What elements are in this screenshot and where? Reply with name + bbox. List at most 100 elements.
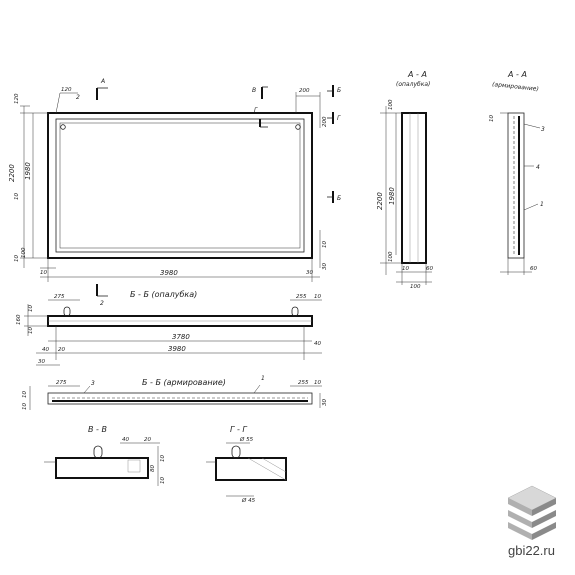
dim-right-bottom-edge: 30 [306, 270, 313, 276]
section-bb-formwork: 2 Б - Б (опалубка) 275 255 10 160 10 10 … [16, 284, 322, 366]
section-aa-rebar-body [507, 112, 525, 259]
lifting-hole-left [60, 124, 66, 130]
dim-side-left: 10 [14, 193, 20, 200]
bb-form-dim-right-top-b: 10 [314, 294, 321, 300]
marker-v: В [252, 87, 256, 94]
bb-form-dim-bl3: 30 [38, 359, 45, 365]
marker-g-left: Г [254, 107, 258, 114]
section-aa-rebar-title: А - А [507, 70, 527, 79]
marker-b-top: Б [337, 87, 341, 94]
bb-form-dim-br1: 40 [314, 341, 321, 347]
section-gg-loop [231, 445, 241, 459]
bb-form-dim-bl2: 20 [58, 347, 65, 353]
marker-g-right: Г [337, 115, 341, 122]
bb-form-dim-right-top-a: 255 [296, 294, 307, 300]
section-aa-form-subtitle: (опалубка) [396, 81, 430, 88]
section-aa-rebar: А - А (армирование) 10 3 4 1 60 [489, 70, 545, 275]
section-bb-rebar: Б - Б (армирование) 275 3 1 255 10 10 10… [22, 375, 328, 410]
gg-dim-bottom: Ø 45 [241, 497, 256, 504]
gg-dim-top: Ø 55 [239, 436, 254, 443]
section-aa-formwork: А - А (опалубка) 100 2200 1980 100 10 60… [376, 70, 433, 290]
logo-layer-top-right [532, 498, 556, 516]
bb-form-dim-left-h1: 160 [16, 314, 22, 325]
lifting-loop-right [291, 306, 299, 317]
logo-layer-top-left [508, 498, 532, 516]
section-gg-title: Г - Г [230, 425, 247, 434]
aa-form-dim-inner: 1980 [388, 187, 396, 205]
section-gg: Г - Г Ø 55 Ø 45 [206, 425, 287, 504]
section-vv-body [55, 457, 149, 479]
marker-2-top: 2 [76, 94, 80, 101]
dim-top-left: 120 [61, 87, 72, 93]
aa-form-dim-top: 100 [388, 99, 394, 110]
logo-layer-bottom-left [508, 522, 532, 540]
bb-form-dim-overall: 3980 [168, 345, 186, 353]
section-gg-body [215, 457, 287, 481]
dim-left-bottom: 10 [40, 270, 47, 276]
dim-inner-height: 1980 [24, 162, 32, 180]
callout-4: 4 [536, 164, 540, 171]
section-vv-title: В - В [88, 425, 107, 434]
bb-form-dim-inner: 3780 [172, 333, 190, 341]
aa-form-dim-w1: 10 [402, 266, 409, 272]
vv-dim-v1: 80 [150, 465, 156, 472]
dim-overall-height: 2200 [8, 164, 16, 182]
aa-rebar-dim-top: 10 [489, 115, 495, 122]
panel-inner-frame-2 [59, 122, 301, 249]
aa-form-dim-bottom: 100 [388, 251, 394, 262]
front-view: 120 2200 1980 10 10 100 120 2 А В Г 200 … [8, 78, 341, 282]
aa-rebar-dim-bottom: 60 [530, 266, 537, 272]
aa-form-dim-height: 2200 [376, 192, 384, 210]
bb-callout-3: 3 [91, 380, 95, 387]
bb-rebar-dim-right-a: 255 [298, 380, 309, 386]
section-aa-body [401, 112, 427, 264]
section-vv: В - В 40 20 80 10 10 [44, 425, 166, 486]
aa-form-dim-w2: 60 [426, 266, 433, 272]
dim-right-bottom-a: 10 [322, 241, 328, 248]
dim-length-bottom: 3980 [160, 269, 178, 277]
bb-form-dim-left-h3: 10 [28, 327, 34, 334]
section-bb-form-title: Б - Б (опалубка) [130, 290, 197, 299]
callout-3: 3 [541, 126, 545, 133]
callout-1: 1 [540, 201, 544, 208]
lifting-hole-right [295, 124, 301, 130]
section-aa-rebar-subtitle: (армирование) [492, 81, 539, 93]
vv-dim-1: 40 [122, 437, 129, 443]
bb-rebar-dim-lh1: 10 [22, 391, 28, 398]
vv-dim-v3: 10 [160, 477, 166, 484]
marker-2-bottom: 2 [100, 300, 104, 307]
aa-form-dim-w3: 100 [410, 284, 421, 290]
bb-rebar-dim-rh: 30 [322, 399, 328, 406]
logo-layer-mid-left [508, 510, 532, 528]
dim-right-top: 200 [299, 88, 310, 94]
section-bb-rebar-title: Б - Б (армирование) [142, 378, 226, 387]
vv-dim-v2: 10 [160, 455, 166, 462]
dim-right-bottom-b: 30 [322, 263, 328, 270]
bb-form-dim-left-h2: 10 [28, 305, 34, 312]
watermark-logo [507, 485, 557, 540]
watermark-text: gbi22.ru [508, 543, 555, 558]
section-aa-form-title: А - А [407, 70, 427, 79]
section-vv-insert [127, 459, 141, 473]
panel-outline [47, 112, 313, 259]
marker-a-top: А [100, 78, 105, 85]
lifting-loop-left [63, 306, 71, 317]
vv-dim-2: 20 [144, 437, 151, 443]
bb-callout-1: 1 [261, 375, 265, 382]
bb-form-dim-bl1: 40 [42, 347, 49, 353]
logo-layer-bottom-right [532, 522, 556, 540]
dim-top-offset: 120 [14, 93, 20, 104]
marker-b-right: Б [337, 195, 341, 202]
dim-bottom-offset: 100 [21, 247, 27, 258]
section-vv-loop [93, 445, 103, 459]
bb-rebar-dim-left: 275 [56, 380, 67, 386]
bb-rebar-dim-lh2: 10 [22, 403, 28, 410]
section-bb-rebar-body [47, 392, 313, 405]
dim-side-small: 10 [14, 255, 20, 262]
logo-layer-mid-right [532, 510, 556, 528]
bb-form-dim-left-top: 275 [54, 294, 65, 300]
dim-right-side: 200 [322, 116, 328, 127]
bb-rebar-dim-right-b: 10 [314, 380, 321, 386]
panel-inner-frame [55, 118, 305, 253]
